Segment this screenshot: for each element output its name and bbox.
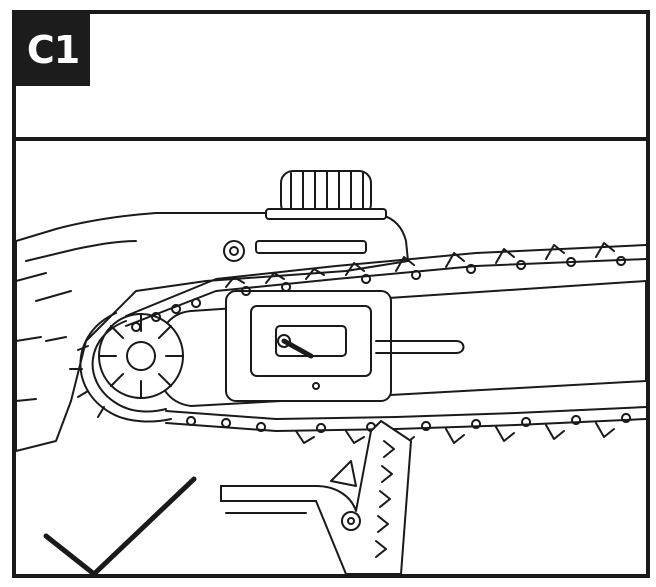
sprocket-icon <box>98 313 184 399</box>
step-badge: C1 <box>16 14 90 86</box>
chain-bar-drawing <box>16 170 646 574</box>
housing-edge-lines <box>16 272 47 402</box>
tensioner-plate <box>225 290 465 402</box>
tension-knob-icon <box>265 170 387 220</box>
panel-header: C1 <box>16 14 646 141</box>
checkmark-icon <box>43 476 197 574</box>
chain-wrap <box>69 312 172 423</box>
lower-bracket <box>220 420 412 574</box>
chainsaw-illustration <box>16 141 646 574</box>
bracket-screw-icon <box>341 511 361 531</box>
chain-top <box>125 242 646 332</box>
handle-tube <box>220 485 317 514</box>
instruction-panel: C1 <box>12 10 650 578</box>
chain-bottom <box>165 406 646 446</box>
housing-inner-line <box>25 240 137 342</box>
housing-screw-icon <box>223 240 245 262</box>
bracket-triangle <box>330 460 357 487</box>
housing-slot <box>255 240 367 254</box>
bracket-teeth <box>375 440 395 558</box>
